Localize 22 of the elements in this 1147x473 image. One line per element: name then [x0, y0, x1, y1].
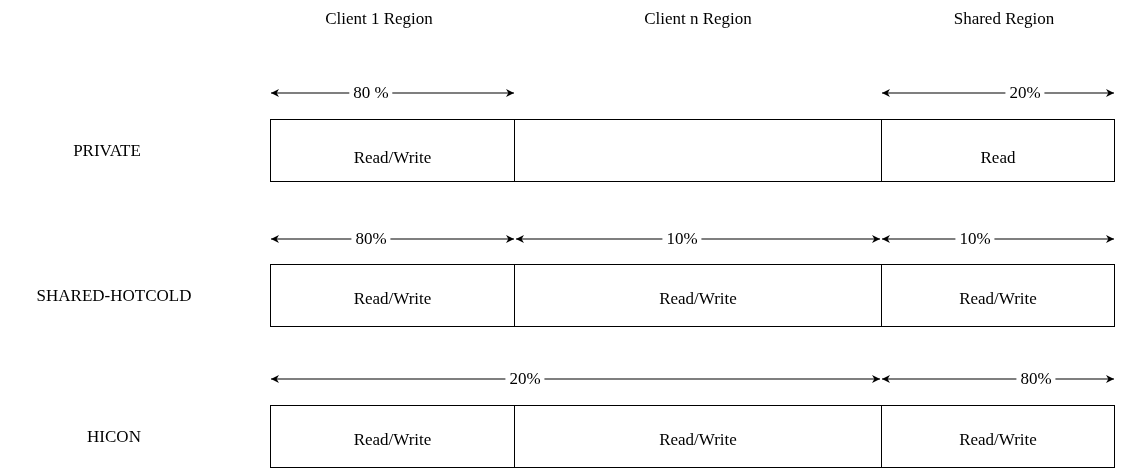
column-heading: Client 1 Region — [325, 9, 433, 29]
access-mode-text: Read/Write — [659, 429, 737, 450]
memory-region-cell — [514, 405, 882, 468]
memory-region-cell — [270, 405, 515, 468]
access-mode-text: Read/Write — [353, 147, 432, 168]
memory-region-cell — [881, 264, 1115, 327]
access-mode-text: Read — [980, 147, 1016, 168]
access-mode-text: Read/Write — [353, 288, 432, 309]
memory-region-cell — [881, 405, 1115, 468]
access-mode-text: Read/Write — [353, 429, 432, 450]
memory-region-cell — [270, 119, 515, 182]
memory-region-cell — [514, 264, 882, 327]
access-mode-text: Read/Write — [959, 288, 1037, 309]
memory-region-cell — [270, 264, 515, 327]
column-heading: Client n Region — [644, 9, 752, 29]
access-mode-text: Read/Write — [959, 429, 1037, 450]
row-heading: SHARED-HOTCOLD — [36, 286, 192, 306]
memory-region-cell — [881, 119, 1115, 182]
access-mode-text: Read/Write — [659, 288, 737, 309]
column-heading: Shared Region — [953, 9, 1055, 29]
row-heading: HICON — [87, 427, 141, 447]
row-heading: PRIVATE — [73, 141, 141, 161]
